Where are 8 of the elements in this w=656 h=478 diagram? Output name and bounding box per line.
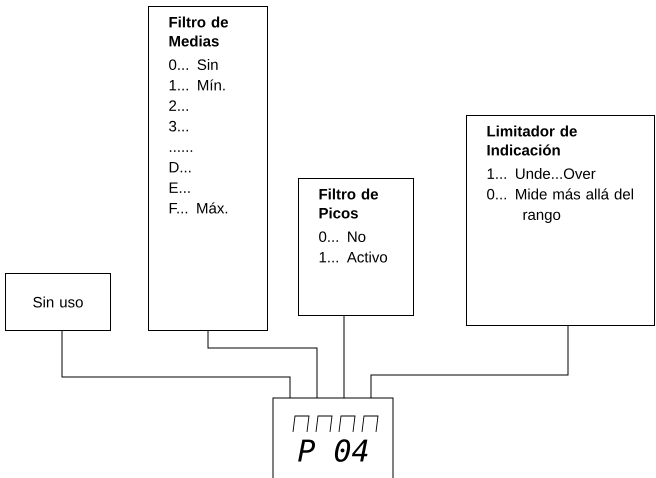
option-box: Filtro de Medias 0... Sin 1... Mín. 2... 3... ...... D... E... F... Máx. [148, 6, 268, 331]
option-box: Filtro de Picos 0... No 1... Activo [298, 178, 414, 316]
label-box: Sin uso [5, 273, 111, 331]
connector-line [62, 330, 290, 398]
connector-line [370, 326, 568, 398]
option-box: Limitador de Indicación 1... Unde...Over 0... Mide más allá del rango [466, 115, 655, 326]
connector-line [208, 330, 318, 398]
display-drawing: P 04 [272, 398, 394, 478]
